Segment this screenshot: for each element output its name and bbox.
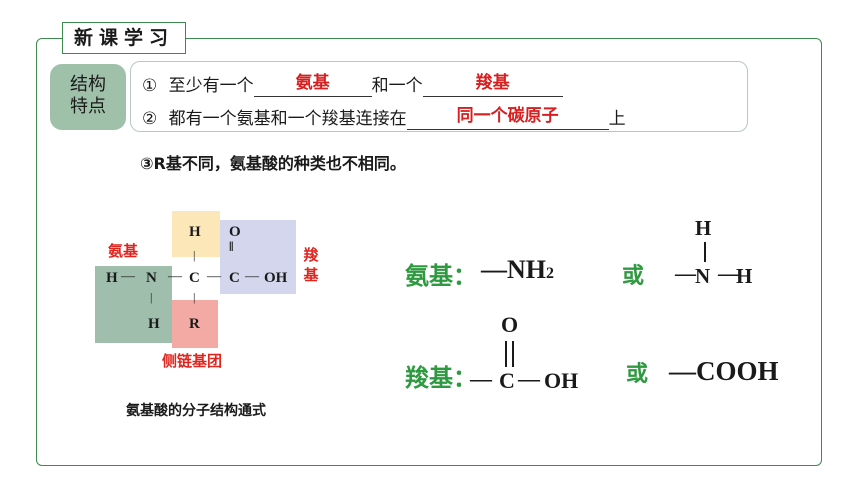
amino-alt-h-top: H bbox=[695, 216, 712, 240]
point-2-text-b: 上 bbox=[608, 109, 626, 129]
amino-or: 或 bbox=[622, 264, 645, 289]
atom-c-carboxyl: C bbox=[229, 270, 240, 286]
atom-c-alpha: C bbox=[189, 270, 200, 286]
answer-amino: 氨基 bbox=[295, 73, 330, 93]
point-1-text-b: 和一个 bbox=[371, 76, 423, 96]
tag-line-2: 特点 bbox=[70, 96, 106, 117]
answer-carboxyl: 羧基 bbox=[475, 73, 510, 93]
bond-h-n: — bbox=[121, 269, 135, 284]
amino-formula-dash: — bbox=[481, 255, 507, 284]
blank-carboxyl: 羧基 bbox=[422, 73, 563, 97]
structure-caption: 氨基酸的分子结构通式 bbox=[126, 403, 266, 419]
amino-alt-n: N bbox=[695, 264, 711, 288]
label-carboxyl-2: 基 bbox=[303, 266, 319, 284]
amino-formula: —NH2 bbox=[481, 255, 554, 285]
amino-formula-subscript: 2 bbox=[546, 265, 554, 282]
amino-alt-bond-right: — bbox=[718, 261, 739, 285]
point-2: ② 都有一个氨基和一个羧基连接在 同一个碳原子 上 bbox=[142, 104, 626, 130]
carboxyl-o: O bbox=[501, 312, 519, 337]
r-highlight-box bbox=[172, 300, 218, 348]
bond-h-c: | bbox=[193, 248, 196, 262]
carboxyl-dash-left: — bbox=[470, 366, 492, 391]
carboxyl-dash-right: — bbox=[518, 366, 540, 391]
bond-c-c: — bbox=[207, 269, 221, 284]
amino-group-label: 氨基： bbox=[405, 262, 477, 290]
label-side-chain: 侧链基团 bbox=[162, 352, 223, 370]
section-title: 新课学习 bbox=[62, 22, 186, 54]
tag-line-1: 结构 bbox=[70, 74, 106, 95]
point-1-number: ① bbox=[142, 76, 158, 96]
point-1: ① 至少有一个 氨基 和一个 羧基 bbox=[142, 71, 563, 97]
atom-h-left: H bbox=[106, 270, 118, 286]
atom-h-bottom: H bbox=[148, 316, 160, 332]
amino-alt-h-right: H bbox=[736, 264, 753, 288]
amino-alt-bond-left: — bbox=[675, 261, 696, 285]
carboxyl-highlight-box bbox=[220, 220, 296, 294]
carboxyl-oh: OH bbox=[544, 368, 579, 393]
atom-h-top: H bbox=[189, 224, 201, 240]
feature-panel bbox=[130, 61, 748, 132]
amino-formula-main: NH bbox=[507, 255, 546, 284]
atom-n: N bbox=[146, 270, 157, 286]
point-2-text-a: 都有一个氨基和一个羧基连接在 bbox=[168, 109, 407, 129]
blank-amino: 氨基 bbox=[253, 73, 372, 97]
hydrogen-highlight-box bbox=[172, 211, 220, 257]
atom-oh: OH bbox=[264, 270, 288, 286]
blank-same-carbon: 同一个碳原子 bbox=[406, 106, 609, 130]
atom-r: R bbox=[189, 316, 200, 332]
amino-alt-bond-vertical bbox=[704, 242, 706, 262]
content-frame bbox=[36, 38, 822, 466]
carboxyl-alt-formula: —COOH bbox=[669, 356, 779, 386]
point-2-number: ② bbox=[142, 109, 158, 129]
carboxyl-double-bond-right bbox=[512, 341, 514, 367]
point-3: ③R基不同，氨基酸的种类也不相同。 bbox=[140, 154, 406, 173]
label-amino: 氨基 bbox=[108, 242, 139, 260]
bond-n-h: | bbox=[150, 290, 153, 304]
label-carboxyl: 羧 基 bbox=[302, 245, 320, 285]
bond-c-r: | bbox=[193, 290, 196, 304]
label-carboxyl-1: 羧 bbox=[303, 246, 319, 264]
feature-tag: 结构 特点 bbox=[50, 64, 126, 130]
carboxyl-group-label: 羧基： bbox=[405, 364, 477, 392]
carboxyl-double-bond-left bbox=[505, 341, 507, 367]
carboxyl-c: C bbox=[499, 368, 515, 393]
atom-o-top: O bbox=[229, 224, 241, 240]
bond-c-o-double: ‖ bbox=[229, 240, 234, 255]
amino-highlight-box bbox=[95, 266, 172, 343]
carboxyl-or: 或 bbox=[626, 362, 649, 387]
point-1-text-a: 至少有一个 bbox=[168, 76, 254, 96]
bond-c-oh: — bbox=[245, 269, 259, 284]
bond-n-c: — bbox=[168, 269, 182, 284]
answer-same-carbon: 同一个碳原子 bbox=[456, 106, 559, 126]
